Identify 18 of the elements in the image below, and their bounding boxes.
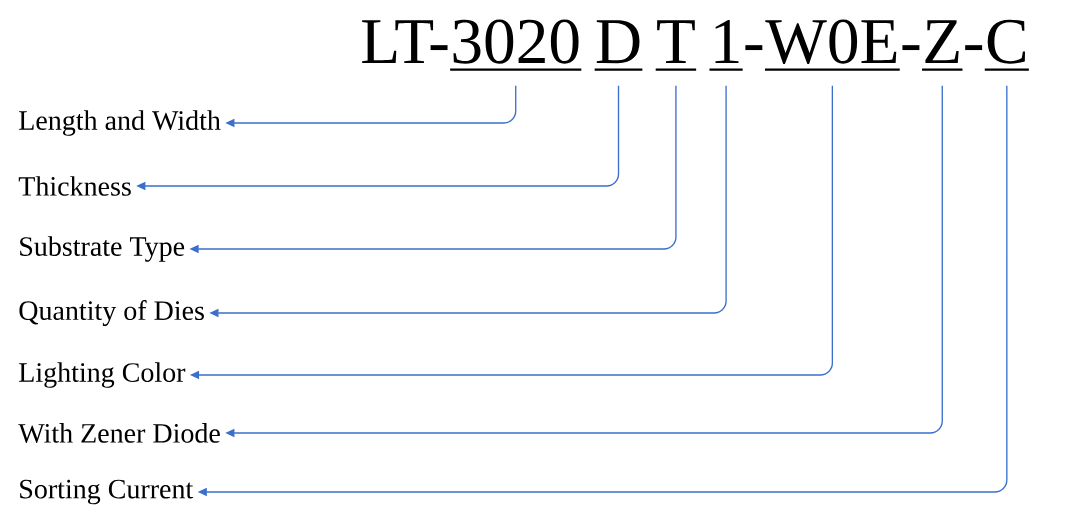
description-label: Sorting Current [20, 479, 194, 505]
code-segment: Z [922, 20, 963, 71]
description-label: With Zener Diode [18, 423, 220, 443]
code-segment: 3020 [450, 19, 582, 71]
code-segment: W0E [764, 19, 900, 71]
code-text: - [902, 45, 920, 51]
description-label: Length and Width [19, 110, 221, 136]
code-text: - [965, 45, 983, 51]
code-text: LT- [362, 20, 448, 63]
description-label: Lighting Color [19, 362, 186, 388]
code-segment: T [655, 20, 697, 71]
description-label: Quantity of Dies [19, 300, 204, 326]
code-segment: C [984, 19, 1029, 71]
description-label: Thickness [18, 176, 131, 196]
code-segment: D [594, 20, 643, 71]
code-text: - [745, 45, 763, 51]
code-segment: 1 [709, 19, 743, 71]
description-label: Substrate Type [20, 236, 185, 262]
